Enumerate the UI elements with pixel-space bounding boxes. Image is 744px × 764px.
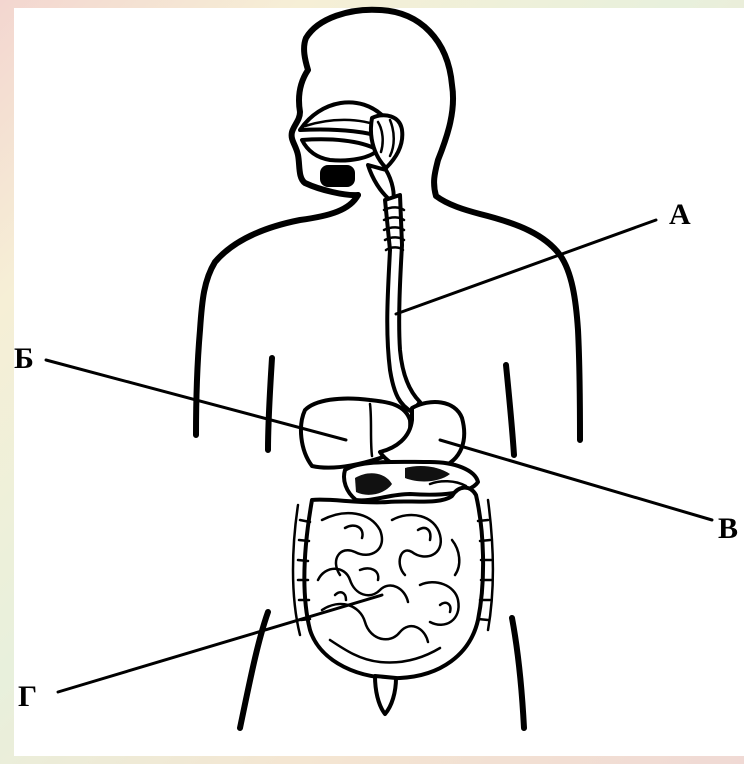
label-b: Б xyxy=(14,342,34,375)
label-a: А xyxy=(669,198,691,231)
large-intestine xyxy=(293,488,493,679)
esophagus xyxy=(384,195,420,412)
label-v: В xyxy=(718,512,738,545)
label-g: Г xyxy=(18,680,37,713)
rectum xyxy=(375,676,396,714)
leader-line-a xyxy=(396,220,656,314)
leader-line-v xyxy=(440,440,712,520)
